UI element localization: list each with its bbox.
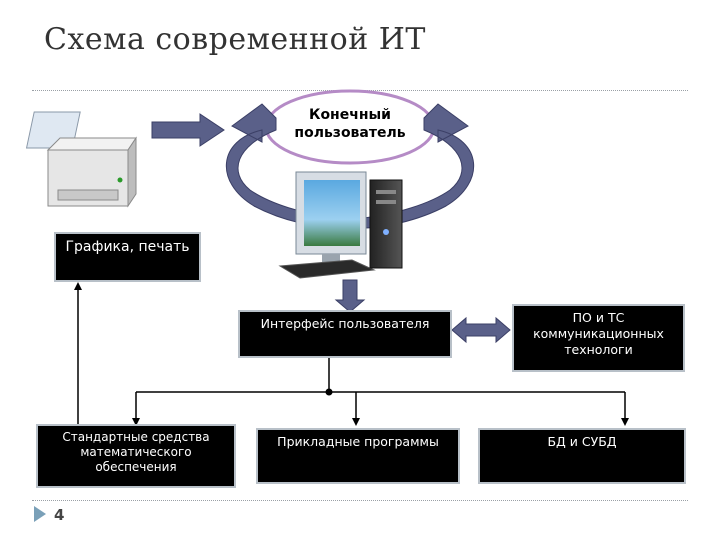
arrow-to-user [151, 113, 225, 147]
printer-icon [25, 111, 137, 208]
double-arrow-ui-software [451, 316, 511, 344]
box-standard-math: Стандартные средства математического обе… [36, 424, 236, 488]
junction-dot [325, 388, 333, 396]
box-applied-programs: Прикладные программы [256, 428, 460, 484]
bottom-divider [32, 500, 688, 501]
end-user-label: Конечный пользователь [294, 107, 406, 141]
arrow-to-ui [334, 279, 366, 313]
bullet-icon [34, 506, 46, 522]
box-graphics: Графика, печать [54, 232, 201, 282]
page-number: 4 [54, 506, 65, 524]
connector-lines [74, 282, 629, 426]
page-title: Схема современной ИТ [44, 22, 426, 57]
right-curved-arrow [363, 103, 474, 229]
box-db: БД и СУБД [478, 428, 686, 484]
computer-icon [278, 171, 403, 279]
box-software-tc: ПО и ТС коммуникационных технологи [512, 304, 685, 372]
box-user-interface: Интерфейс пользователя [238, 310, 452, 358]
